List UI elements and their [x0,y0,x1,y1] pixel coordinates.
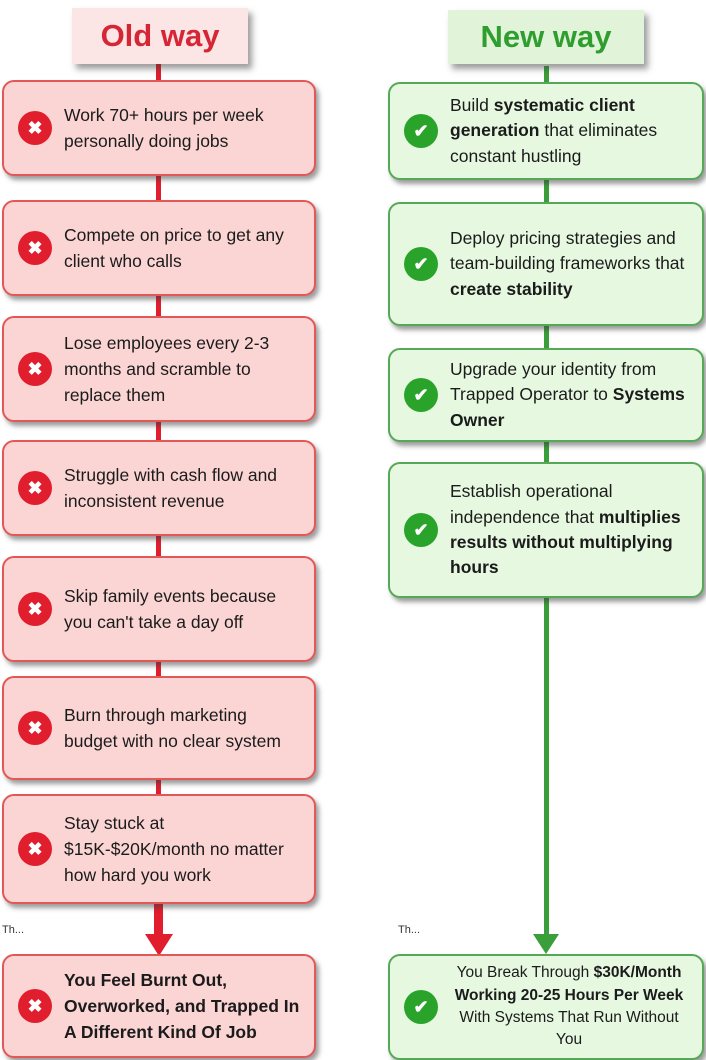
new-way-step-3: ✔ Upgrade your identity from Trapped Oper… [388,348,704,442]
old-way-result-text: You Feel Burnt Out, Overworked, and Trap… [64,967,300,1046]
text-segment: $30K/Month Working 20-25 Hours Per Week [454,964,684,1004]
old-way-step-text: Struggle with cash flow and inconsistent… [64,462,300,515]
text-segment: You Break Through [456,964,594,982]
text-segment: Burn through marketing budget with no cl… [64,704,281,751]
old-way-step-text: Stay stuck at $15K-$20K/month no matter … [64,810,300,889]
cross-icon: ✖ [18,832,52,866]
old-way-step-text: Work 70+ hours per week personally doing… [64,102,300,155]
new-way-step-1: ✔ Build systematic client generation that… [388,82,704,180]
old-way-step-1: ✖ Work 70+ hours per week personally doin… [2,80,316,176]
text-segment: Deploy pricing strategies and team-build… [450,227,685,274]
old-way-step-6: ✖ Burn through marketing budget with no c… [2,676,316,780]
text-segment: Stay stuck at $15K-$20K/month no matter … [64,812,284,886]
old-way-arrow-shaft [154,902,163,938]
text-segment: that eliminates constant hustling [450,120,658,166]
cross-icon: ✖ [18,111,52,145]
text-segment: Work 70+ hours per week personally doing… [64,104,264,151]
check-icon: ✔ [404,990,438,1024]
new-way-step-text: Establish operational independence that … [450,479,688,581]
text-segment: Establish operational independence that [450,481,613,527]
new-way-step-text: Deploy pricing strategies and team-build… [450,226,688,302]
text-segment: multiplies results without multiplying h… [450,506,681,578]
check-icon: ✔ [404,513,438,547]
text-segment: Struggle with cash flow and inconsistent… [64,464,278,511]
text-segment: Build [450,94,494,115]
old-way-step-text: Compete on price to get any client who c… [64,222,300,275]
old-way-arrowhead [145,934,173,956]
check-icon: ✔ [404,247,438,281]
text-segment: Lose employees every 2-3 months and scra… [64,332,270,406]
cross-icon: ✖ [18,592,52,626]
check-icon: ✔ [404,378,438,412]
text-segment: Compete on price to get any client who c… [64,224,284,271]
new-way-arrow-note: Th... [398,924,421,936]
text-segment: Skip family events because you can't tak… [64,585,277,632]
new-way-arrowhead [533,934,559,954]
new-way-result-box: ✔ You Break Through $30K/Month Working 20… [388,954,704,1060]
text-segment: With Systems That Run Without You [459,1009,679,1049]
text-segment: Systems Owner [450,384,685,430]
new-way-step-text: Build systematic client generation that … [450,93,688,169]
old-way-step-3: ✖ Lose employees every 2-3 months and scr… [2,316,316,422]
new-way-title: New way [448,10,644,64]
new-way-step-2: ✔ Deploy pricing strategies and team-buil… [388,202,704,326]
cross-icon: ✖ [18,711,52,745]
old-way-step-5: ✖ Skip family events because you can't ta… [2,556,316,662]
old-way-title: Old way [72,8,248,64]
old-way-step-7: ✖ Stay stuck at $15K-$20K/month no matter… [2,794,316,904]
cross-icon: ✖ [18,471,52,505]
old-way-step-4: ✖ Struggle with cash flow and inconsisten… [2,440,316,536]
cross-icon: ✖ [18,352,52,386]
new-way-result-text: You Break Through $30K/Month Working 20-… [450,962,688,1052]
cross-icon: ✖ [18,231,52,265]
text-segment: create stability [450,278,573,299]
check-icon: ✔ [404,114,438,148]
new-way-step-text: Upgrade your identity from Trapped Opera… [450,357,688,433]
old-way-step-2: ✖ Compete on price to get any client who … [2,200,316,296]
text-segment: systematic client generation [450,94,635,141]
text-segment: Upgrade your identity from Trapped Opera… [450,358,657,405]
text-segment: You Feel Burnt Out, Overworked, and Trap… [64,969,300,1043]
cross-icon: ✖ [18,989,52,1023]
old-way-arrow-note: Th... [2,924,25,936]
old-way-step-text: Skip family events because you can't tak… [64,583,300,636]
old-way-step-text: Burn through marketing budget with no cl… [64,702,300,755]
old-way-step-text: Lose employees every 2-3 months and scra… [64,330,300,409]
new-way-step-4: ✔ Establish operational independence that… [388,462,704,598]
old-way-result-box: ✖ You Feel Burnt Out, Overworked, and Tra… [2,954,316,1058]
